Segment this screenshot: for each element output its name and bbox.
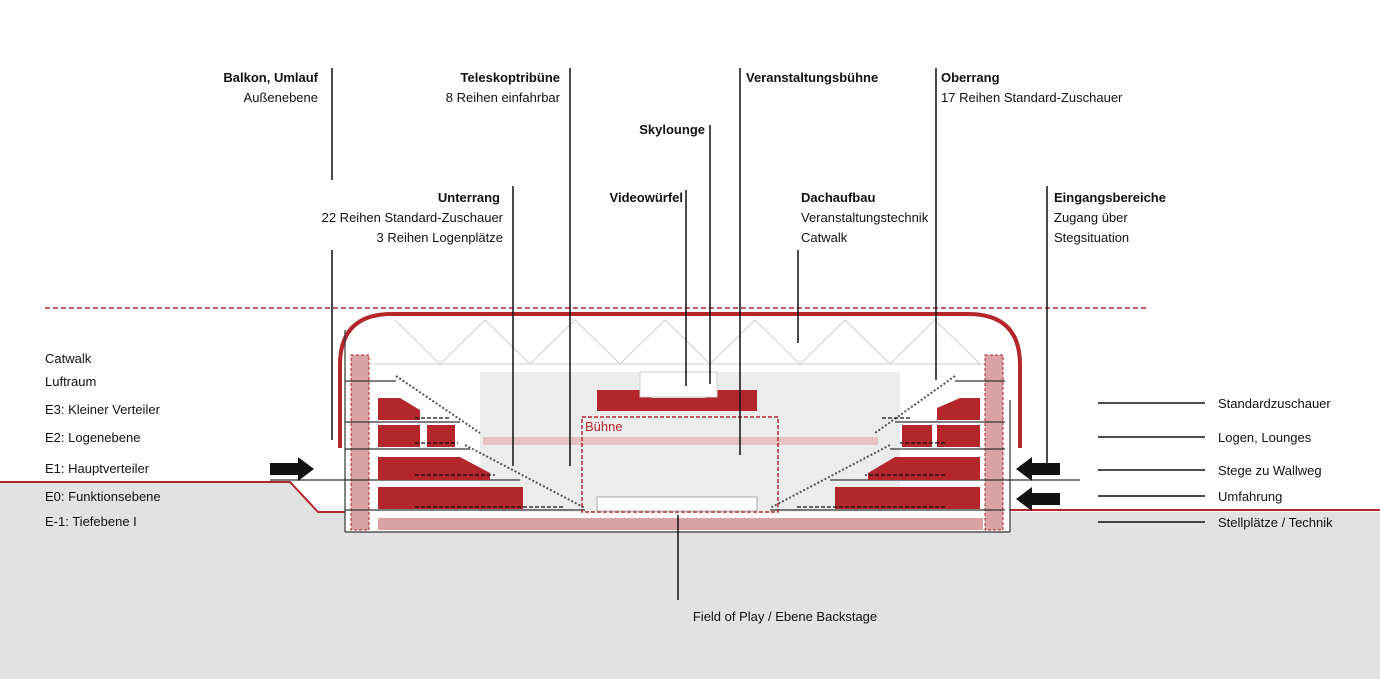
right-label-stellplaetze: Stellplätze / Technik [1218, 515, 1333, 530]
level-e2: E2: Logenebene [45, 430, 140, 445]
floor-lines [270, 330, 1080, 533]
right-label-stege: Stege zu Wallweg [1218, 463, 1322, 478]
seating-blocks-right [835, 398, 980, 509]
level-e0: E0: Funktionsebene [45, 489, 161, 504]
stage-label: Bühne [585, 419, 623, 434]
label-dachaufbau-line1: Veranstaltungstechnik [801, 210, 929, 225]
label-dachaufbau-line2: Catwalk [801, 230, 848, 245]
label-eingang-title: Eingangsbereiche [1054, 190, 1166, 205]
label-balkon-title: Balkon, Umlauf [223, 70, 318, 85]
label-skylounge: Skylounge [639, 122, 705, 137]
leader-lines [331, 68, 1205, 600]
core-right [984, 354, 1004, 531]
label-field-of-play: Field of Play / Ebene Backstage [693, 609, 877, 624]
entrance-arrows [270, 457, 1060, 511]
terrain-line-left [0, 481, 345, 513]
tribune-rakes [395, 375, 956, 509]
level-e-1: E-1: Tiefebene I [45, 514, 137, 529]
core-left [350, 354, 370, 531]
label-balkon-line: Außenebene [244, 90, 318, 105]
seating-blocks-left [378, 398, 523, 509]
circulation-arrows [415, 417, 945, 508]
right-label-logen: Logen, Lounges [1218, 430, 1312, 445]
label-oberrang-line: 17 Reihen Standard-Zuschauer [941, 90, 1123, 105]
field-of-play [596, 496, 758, 512]
level-luftraum: Luftraum [45, 374, 96, 389]
roof [338, 312, 1022, 448]
label-oberrang-title: Oberrang [941, 70, 1000, 85]
label-unterrang-line1: 22 Reihen Standard-Zuschauer [322, 210, 504, 225]
label-dachaufbau-title: Dachaufbau [801, 190, 875, 205]
skylounge-box [639, 371, 718, 398]
label-teleskop-line: 8 Reihen einfahrbar [446, 90, 561, 105]
label-eingang-line1: Zugang über [1054, 210, 1128, 225]
level-catwalk: Catwalk [45, 351, 92, 366]
right-label-standardzuschauer: Standardzuschauer [1218, 396, 1331, 411]
label-teleskop-title: Teleskoptribüne [461, 70, 560, 85]
basement-band [378, 518, 983, 530]
label-unterrang-title: Unterrang [438, 190, 500, 205]
upper-band [483, 437, 878, 445]
stage-box [581, 416, 779, 513]
level-e3: E3: Kleiner Verteiler [45, 402, 161, 417]
label-veranstaltungsbuehne: Veranstaltungsbühne [746, 70, 878, 85]
label-eingang-line2: Stegsituation [1054, 230, 1129, 245]
right-label-umfahrung: Umfahrung [1218, 489, 1282, 504]
label-unterrang-line2: 3 Reihen Logenplätze [377, 230, 504, 245]
roof-truss [370, 319, 990, 365]
level-e1: E1: Hauptverteiler [45, 461, 150, 476]
label-videowuerfel: Videowürfel [610, 190, 683, 205]
